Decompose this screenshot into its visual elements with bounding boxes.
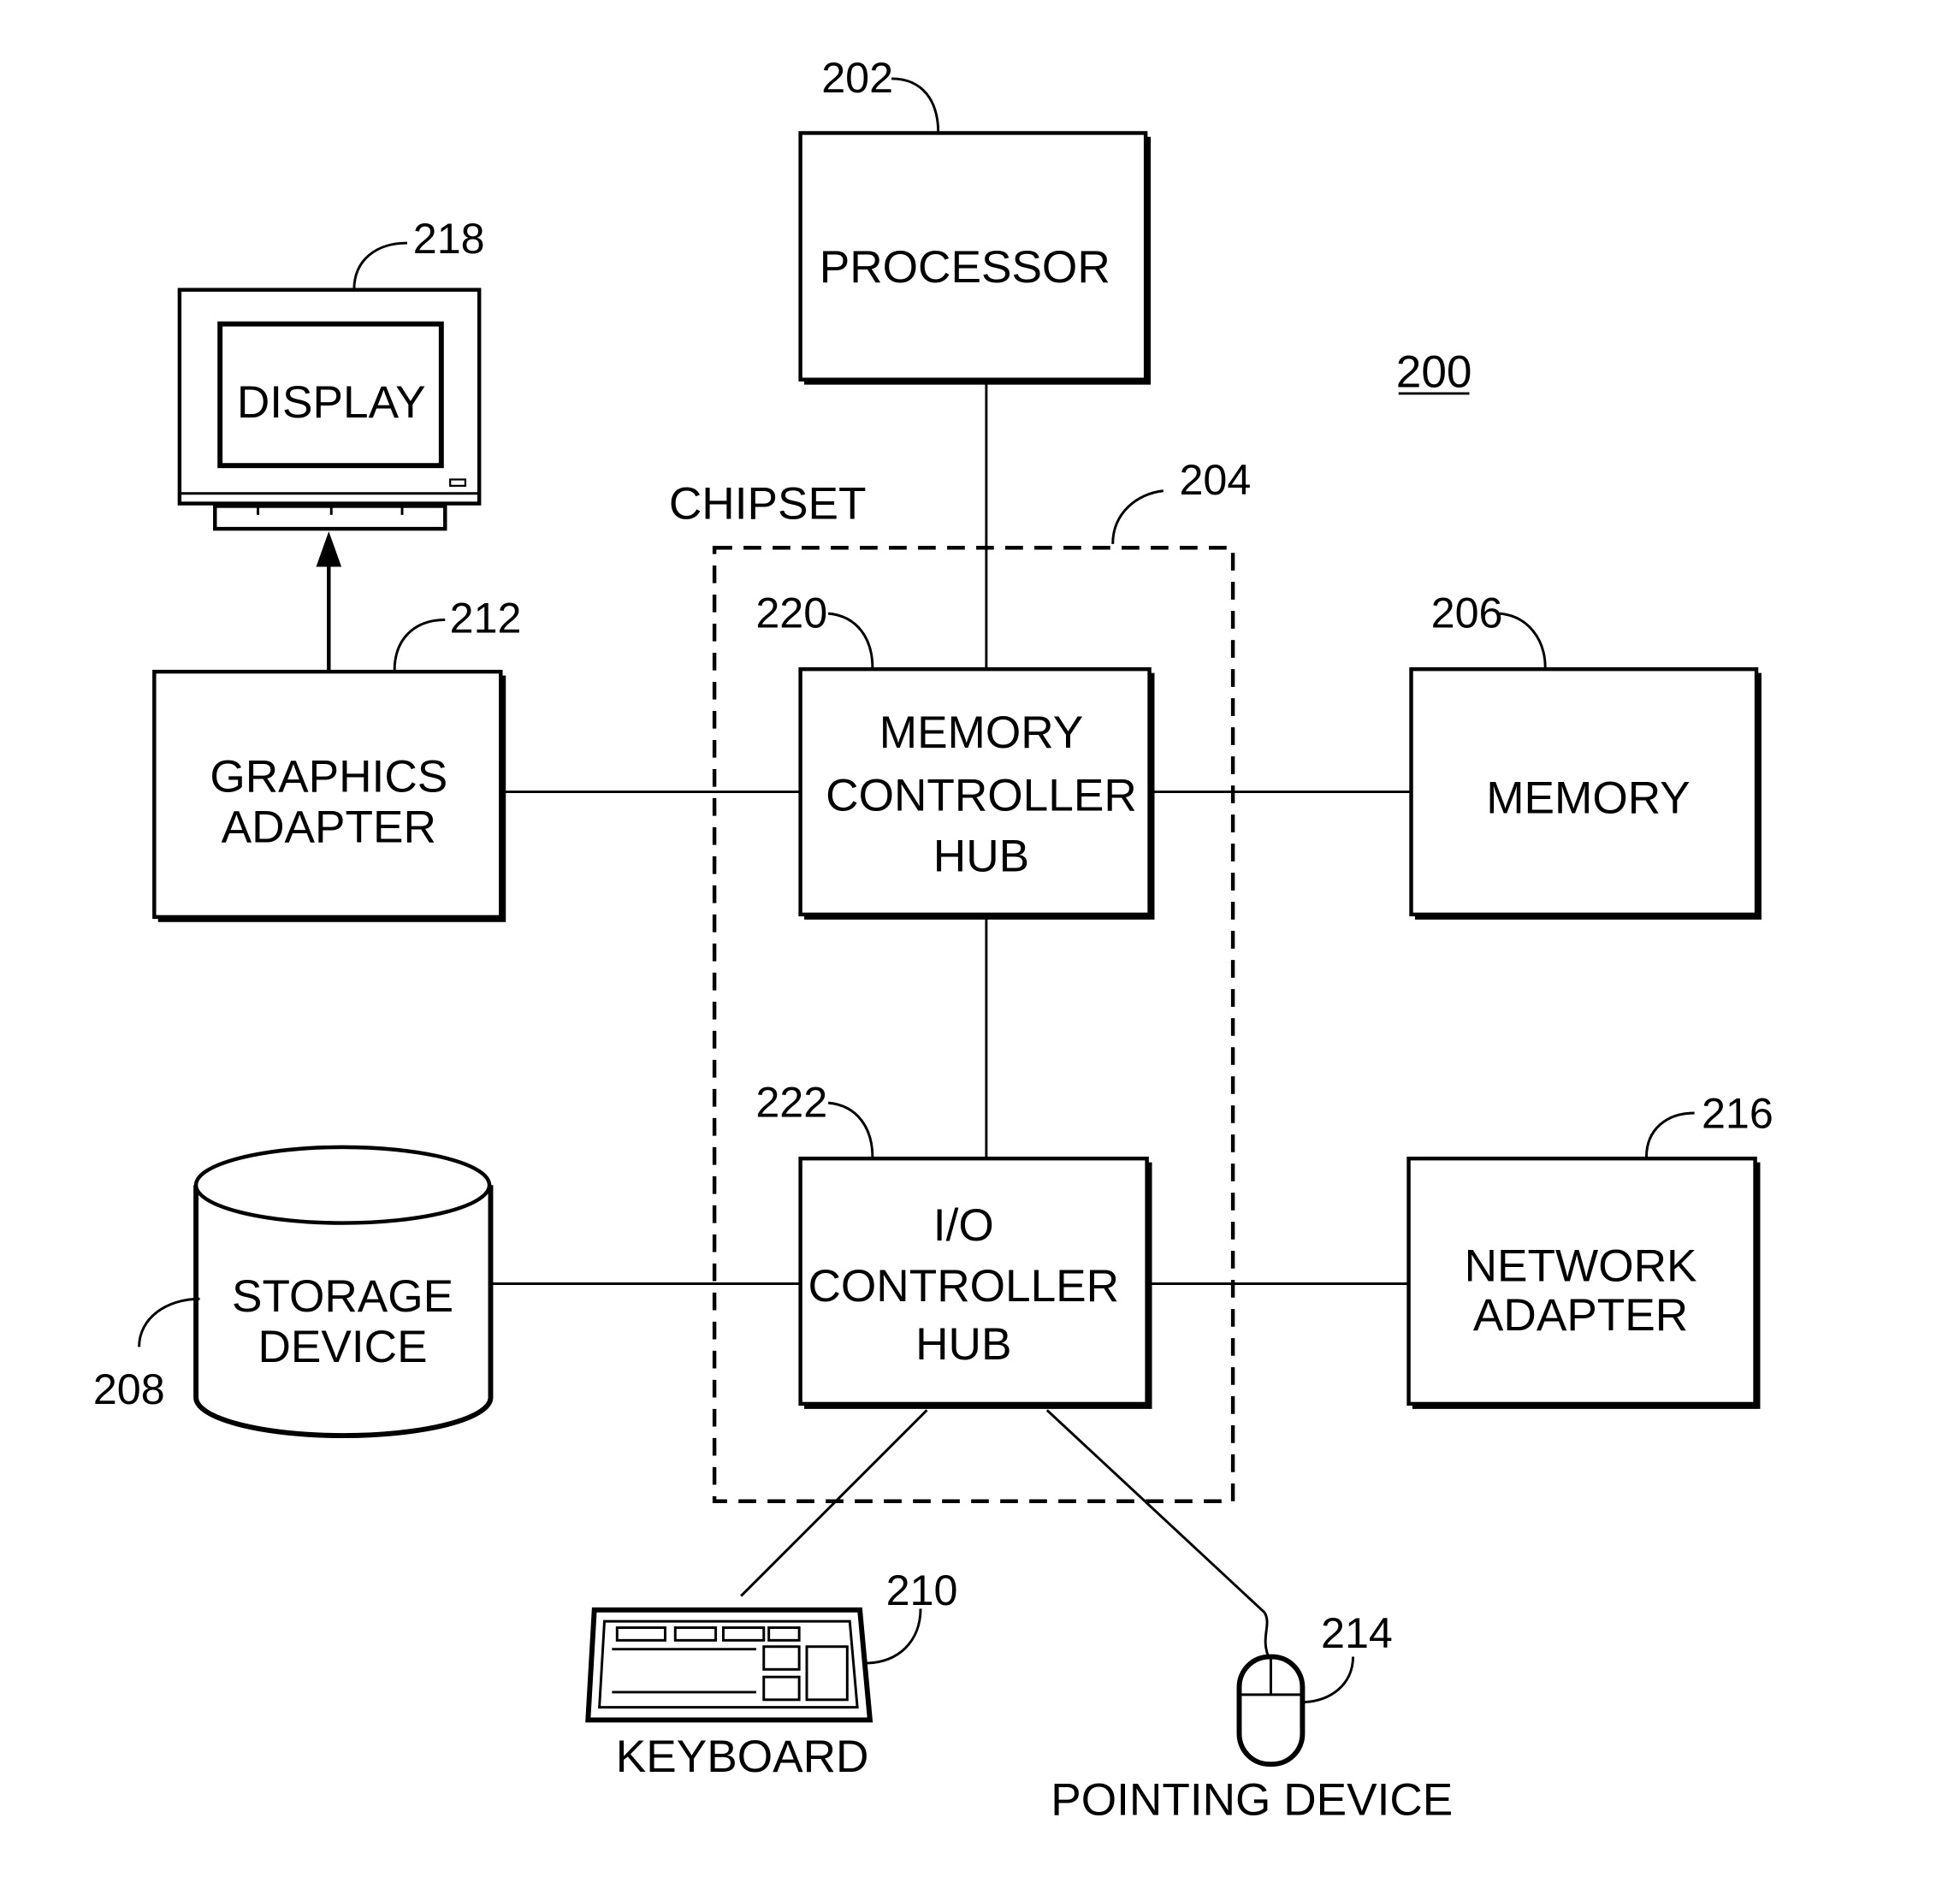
svg-text:HUB: HUB	[933, 832, 1029, 882]
memory-block: MEMORY	[1409, 666, 1762, 920]
svg-text:DEVICE: DEVICE	[258, 1322, 428, 1372]
memory-controller-hub-block: MEMORY CONTROLLER HUB	[798, 666, 1155, 920]
svg-text:NETWORK: NETWORK	[1465, 1241, 1697, 1292]
svg-text:CONTROLLER: CONTROLLER	[826, 771, 1137, 821]
ref-202: 202	[821, 54, 893, 102]
svg-text:ADAPTER: ADAPTER	[222, 802, 436, 853]
pointing-device-label: POINTING DEVICE	[1051, 1774, 1453, 1825]
io-controller-hub-block: I/O CONTROLLER HUB	[798, 1156, 1152, 1409]
svg-text:DISPLAY: DISPLAY	[237, 377, 426, 428]
chipset-boundary	[712, 546, 1235, 1503]
svg-text:GRAPHICS: GRAPHICS	[210, 752, 447, 802]
svg-text:I/O: I/O	[933, 1200, 994, 1251]
graphics-adapter-block: GRAPHICS ADAPTER	[152, 669, 506, 922]
keyboard-icon	[585, 1607, 873, 1723]
svg-text:MEMORY: MEMORY	[1486, 773, 1690, 824]
svg-text:HUB: HUB	[915, 1319, 1011, 1370]
ref-216: 216	[1702, 1090, 1773, 1138]
processor-block: PROCESSOR	[798, 131, 1152, 385]
storage-device-cylinder: STORAGE DEVICE	[193, 1145, 494, 1439]
ref-206: 206	[1431, 589, 1503, 637]
ref-208: 208	[93, 1365, 165, 1413]
svg-text:CONTROLLER: CONTROLLER	[808, 1261, 1119, 1312]
ref-220: 220	[755, 589, 827, 637]
network-adapter-block: NETWORK ADAPTER	[1406, 1156, 1761, 1409]
svg-text:MEMORY: MEMORY	[879, 708, 1083, 758]
svg-text:ADAPTER: ADAPTER	[1473, 1290, 1688, 1341]
keyboard-label: KEYBOARD	[616, 1732, 869, 1782]
ref-204: 204	[1179, 456, 1251, 504]
ref-210: 210	[886, 1566, 958, 1614]
connections	[316, 382, 1412, 1614]
display-monitor: DISPLAY	[177, 287, 482, 531]
ref-214: 214	[1321, 1609, 1393, 1657]
figure-number: 200	[1396, 347, 1472, 398]
svg-text:STORAGE: STORAGE	[232, 1271, 453, 1322]
chipset-label: CHIPSET	[669, 478, 867, 529]
ref-218: 218	[413, 215, 485, 263]
svg-text:PROCESSOR: PROCESSOR	[820, 242, 1110, 293]
mouse-icon	[1236, 1612, 1306, 1767]
ref-212: 212	[450, 594, 522, 642]
ref-222: 222	[755, 1078, 827, 1126]
